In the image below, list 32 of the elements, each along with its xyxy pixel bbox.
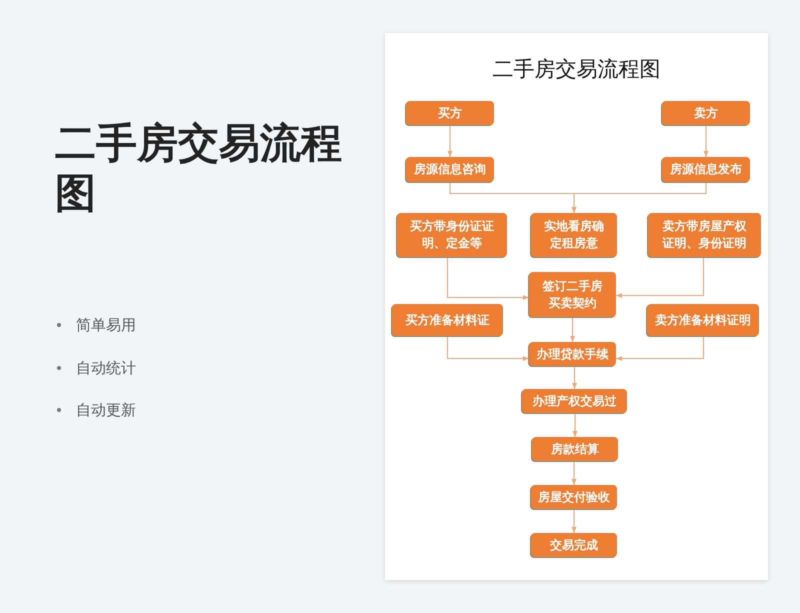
process-box: 交易完成 — [531, 533, 617, 557]
arrow — [570, 316, 575, 342]
arrow — [572, 412, 578, 438]
arrow — [447, 256, 530, 300]
arrow — [572, 366, 577, 390]
bullet-text: 自动更新 — [76, 401, 136, 419]
process-box: 买方准备材料证 — [392, 304, 503, 336]
process-box: 卖方带房屋产权证明、身份证明 — [648, 213, 761, 257]
process-box: 实地看房确定租房意 — [531, 213, 617, 257]
arrow — [616, 256, 704, 298]
process-box: 办理产权交易过 — [522, 389, 627, 413]
bullet-text: 自动统计 — [76, 358, 136, 376]
arrow — [572, 182, 706, 214]
process-box: 卖方准备材料证明 — [647, 304, 759, 336]
process-box: 签订二手房买卖契约 — [529, 272, 616, 317]
process-box: 房屋交付验收 — [531, 485, 617, 509]
heading: 二手房交易流程图 — [55, 118, 343, 218]
arrow — [447, 336, 530, 361]
process-box: 买方 — [406, 101, 494, 125]
process-box: 办理贷款手续 — [529, 342, 616, 366]
process-box: 房款结算 — [532, 437, 618, 461]
process-box: 卖方 — [662, 101, 750, 125]
bullet-text: 简单易用 — [76, 316, 136, 334]
arrow — [572, 508, 576, 534]
arrow — [616, 336, 704, 361]
process-box: 买方带身份证证明、定金等 — [397, 213, 507, 257]
process-box: 房源信息咨询 — [406, 157, 494, 182]
arrow — [704, 124, 708, 158]
process-box: 房源信息发布 — [662, 157, 750, 182]
arrow — [448, 124, 452, 158]
arrow — [572, 460, 576, 486]
chart-title: 二手房交易流程图 — [492, 56, 662, 82]
